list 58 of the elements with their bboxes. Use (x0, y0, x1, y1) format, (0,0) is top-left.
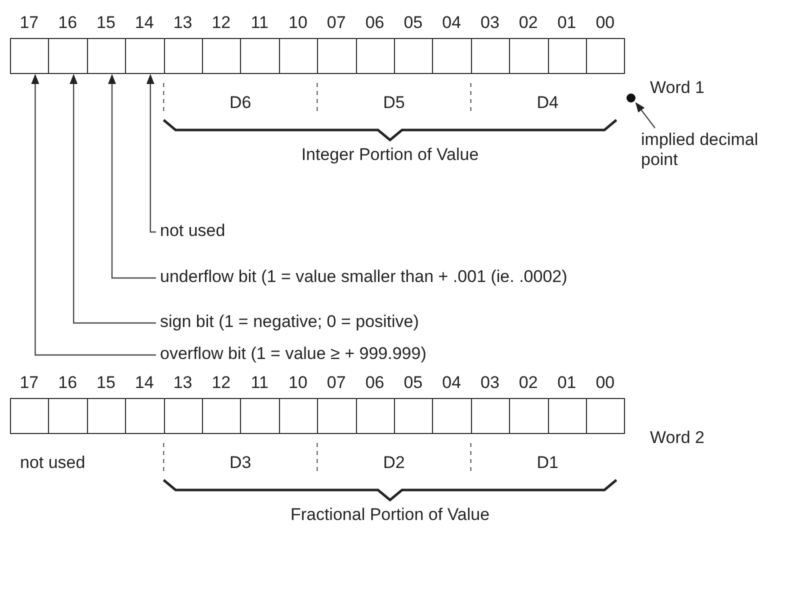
bit-number: 14 (134, 373, 154, 393)
bit-number: 02 (518, 13, 538, 33)
bit-number: 05 (404, 13, 423, 33)
decimal-point-dot (626, 94, 636, 102)
leader-line (31, 74, 156, 356)
bit-number: 02 (518, 373, 538, 393)
bit-number: 07 (326, 373, 346, 393)
bit-number: 04 (442, 13, 462, 33)
digit-label: D2 (383, 453, 405, 473)
bit-number: 16 (58, 13, 78, 33)
bit-number: 17 (20, 373, 39, 393)
leader-line (70, 74, 156, 324)
leader-line (146, 74, 156, 233)
digit-label: D3 (230, 453, 252, 473)
bit-number: 10 (288, 13, 308, 33)
bit-number: 01 (557, 13, 576, 33)
bit-number: 00 (596, 373, 615, 393)
bit-number: 03 (480, 13, 500, 33)
bit-number: 11 (250, 13, 268, 33)
annotation-text: underflow bit (1 = value smaller than + .001 (ie. .0002) (160, 267, 568, 287)
word-label: Word 1 (650, 78, 704, 98)
bit-number: 12 (212, 13, 231, 33)
bit-number: 14 (134, 13, 154, 33)
word-label: Word 2 (650, 428, 704, 448)
bit-number: 06 (365, 373, 384, 393)
bit-number: 17 (20, 13, 39, 33)
bit-number: 07 (326, 13, 346, 33)
annotation-text: sign bit (1 = negative; 0 = positive) (160, 312, 419, 332)
digit-label: D1 (536, 453, 558, 473)
note: not used (20, 453, 86, 473)
bit-number: 03 (480, 373, 500, 393)
bit-number: 04 (442, 373, 462, 393)
digit-label: D6 (230, 93, 252, 113)
bit-cell (125, 38, 165, 74)
bit-number: 12 (212, 373, 231, 393)
bit-number: 13 (173, 13, 192, 33)
bit-number: 15 (96, 13, 116, 33)
bit-number: 11 (250, 373, 268, 393)
caption: Fractional Portion of Value (290, 505, 490, 525)
bit-number: 13 (173, 373, 192, 393)
annotation-text: overflow bit (1 = value ≥ + 999.999) (160, 344, 426, 364)
bit-number: 16 (58, 373, 78, 393)
digit-label: D5 (383, 93, 405, 113)
caption: Integer Portion of Value (301, 145, 479, 165)
bit-number: 15 (96, 373, 116, 393)
annotation-text: implied decimal point (641, 130, 760, 170)
bit-number: 00 (596, 13, 615, 33)
bit-number: 06 (365, 13, 384, 33)
bit-cell (86, 38, 126, 74)
bit-number: 05 (404, 373, 423, 393)
leader-line (108, 74, 156, 279)
bit-cell (48, 38, 88, 74)
bit-cell (10, 38, 50, 74)
digit-label: D4 (536, 93, 558, 113)
annotation-text: not used (160, 221, 226, 241)
bit-number: 10 (288, 373, 308, 393)
arrow (635, 102, 656, 128)
bit-number: 01 (557, 373, 576, 393)
